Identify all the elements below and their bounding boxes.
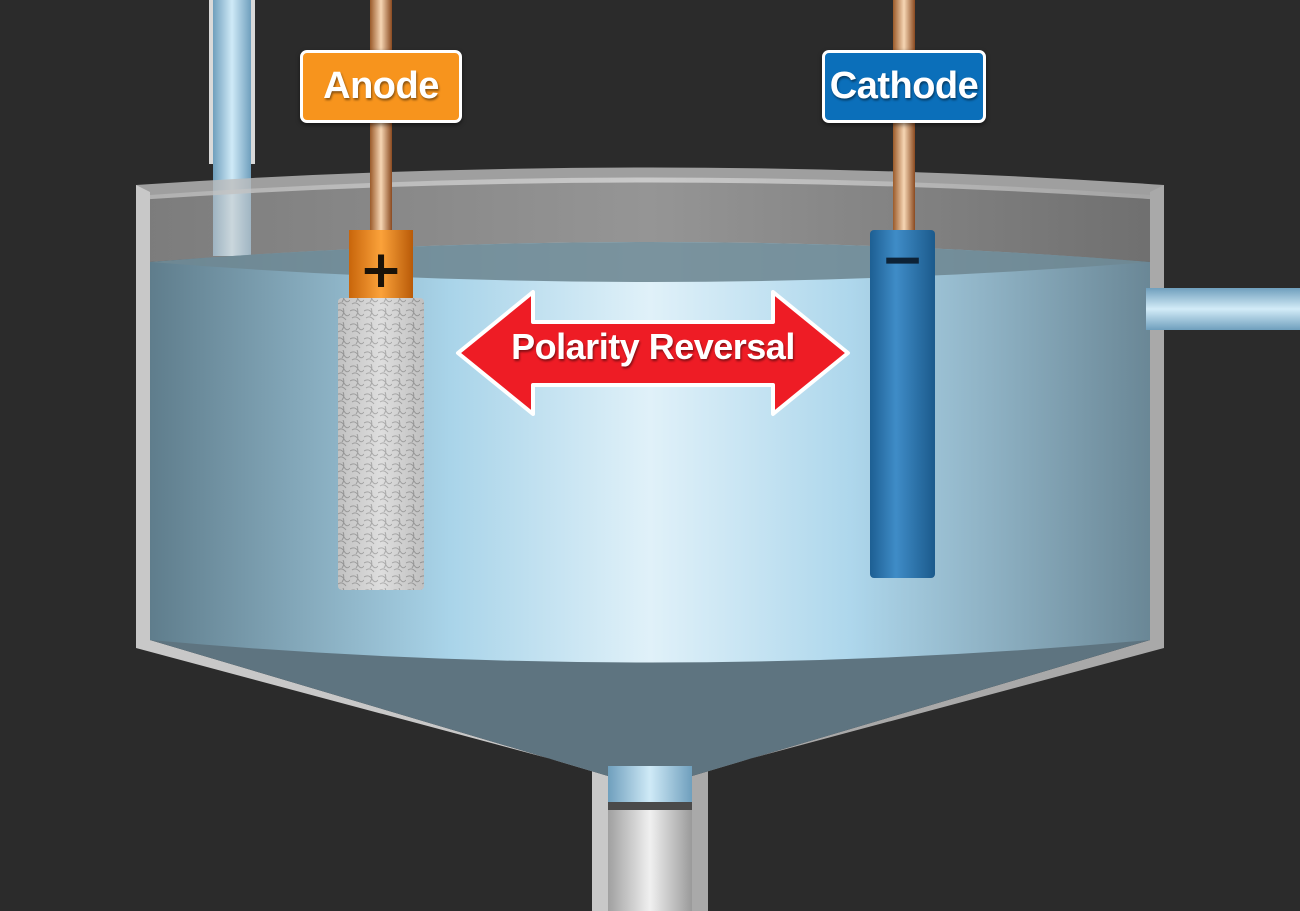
- water: [150, 242, 1150, 663]
- polarity-reversal-label: Polarity Reversal: [511, 326, 795, 367]
- anode-cap: [349, 230, 413, 300]
- plus-sign-icon: +: [359, 240, 403, 300]
- cathode-label: Cathode: [822, 50, 986, 123]
- polarity-reversal-arrow: [456, 290, 850, 416]
- sludge-cone: [150, 640, 1150, 776]
- drain-water: [608, 766, 692, 802]
- cathode-electrode: [870, 230, 935, 578]
- drain-pipe: [608, 810, 692, 911]
- anode-label: Anode: [300, 50, 462, 123]
- outlet-pipe: [1146, 288, 1300, 330]
- minus-sign-icon: −: [880, 230, 925, 290]
